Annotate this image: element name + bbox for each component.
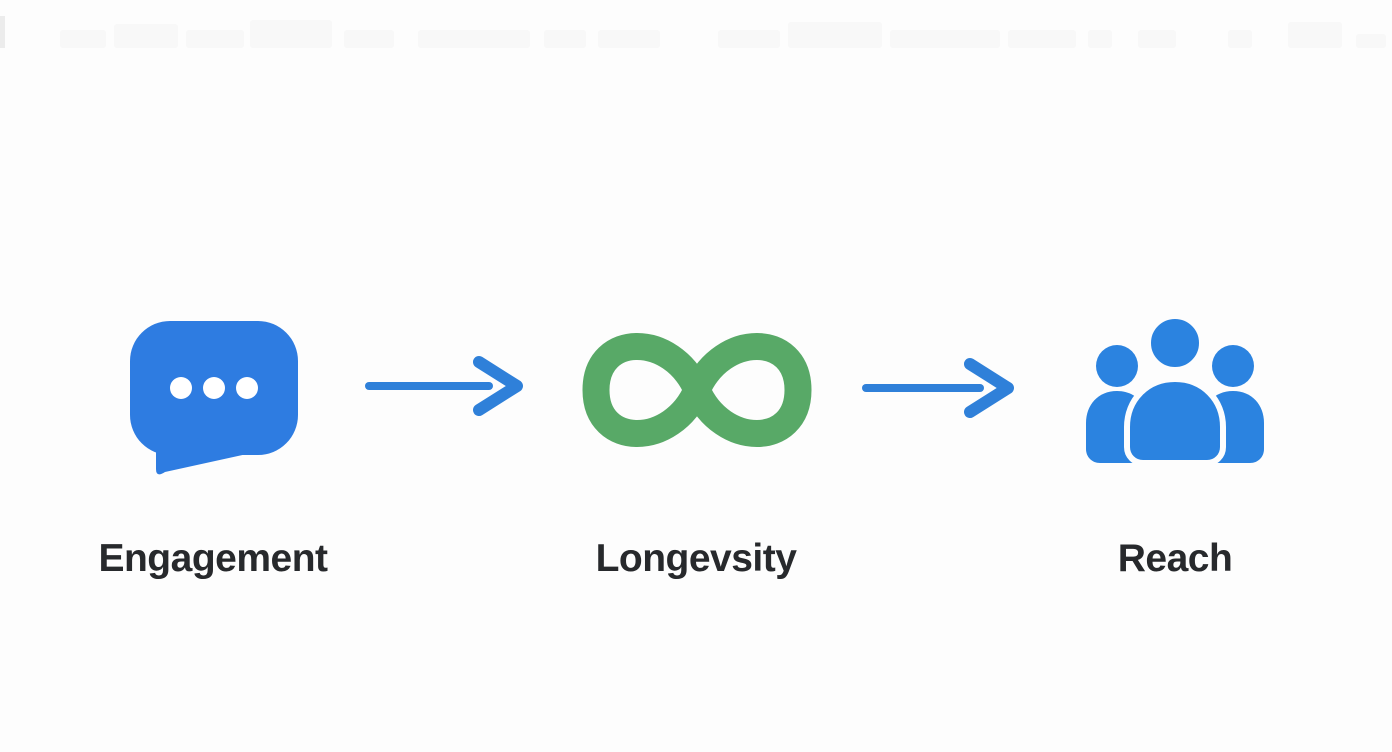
- faded-text-artifact: [186, 30, 244, 48]
- faded-text-artifact: [1356, 34, 1386, 48]
- faded-text-artifact: [1008, 30, 1076, 48]
- chat-bubble-icon: [130, 321, 298, 475]
- faded-text-artifact: [890, 30, 1000, 48]
- chat-dots: [170, 377, 258, 399]
- step-label-reach: Reach: [1117, 537, 1233, 580]
- faded-text-artifact: [418, 30, 530, 48]
- faded-text-artifact: [344, 30, 394, 48]
- step-label-longevity: Longevsity: [595, 537, 797, 580]
- faded-text-artifact: [60, 30, 106, 48]
- faded-text-artifact: [718, 30, 780, 48]
- people-group-icon: [1086, 313, 1264, 463]
- faded-text-artifact: [1088, 30, 1112, 48]
- faded-text-artifact: [250, 20, 332, 48]
- faded-text-artifact: [1228, 30, 1252, 48]
- faded-text-artifact: [598, 30, 660, 48]
- edge-artifact: [0, 16, 5, 48]
- faded-text-artifact: [544, 30, 586, 48]
- faded-text-artifact: [1138, 30, 1176, 48]
- faded-text-artifact: [1288, 22, 1342, 48]
- arrow-right-icon: [365, 356, 523, 416]
- infinity-icon: [582, 333, 812, 447]
- faded-text-artifact: [114, 24, 178, 48]
- step-label-engagement: Engagement: [98, 537, 328, 580]
- arrow-right-icon: [862, 358, 1014, 418]
- faded-text-artifact: [788, 22, 882, 48]
